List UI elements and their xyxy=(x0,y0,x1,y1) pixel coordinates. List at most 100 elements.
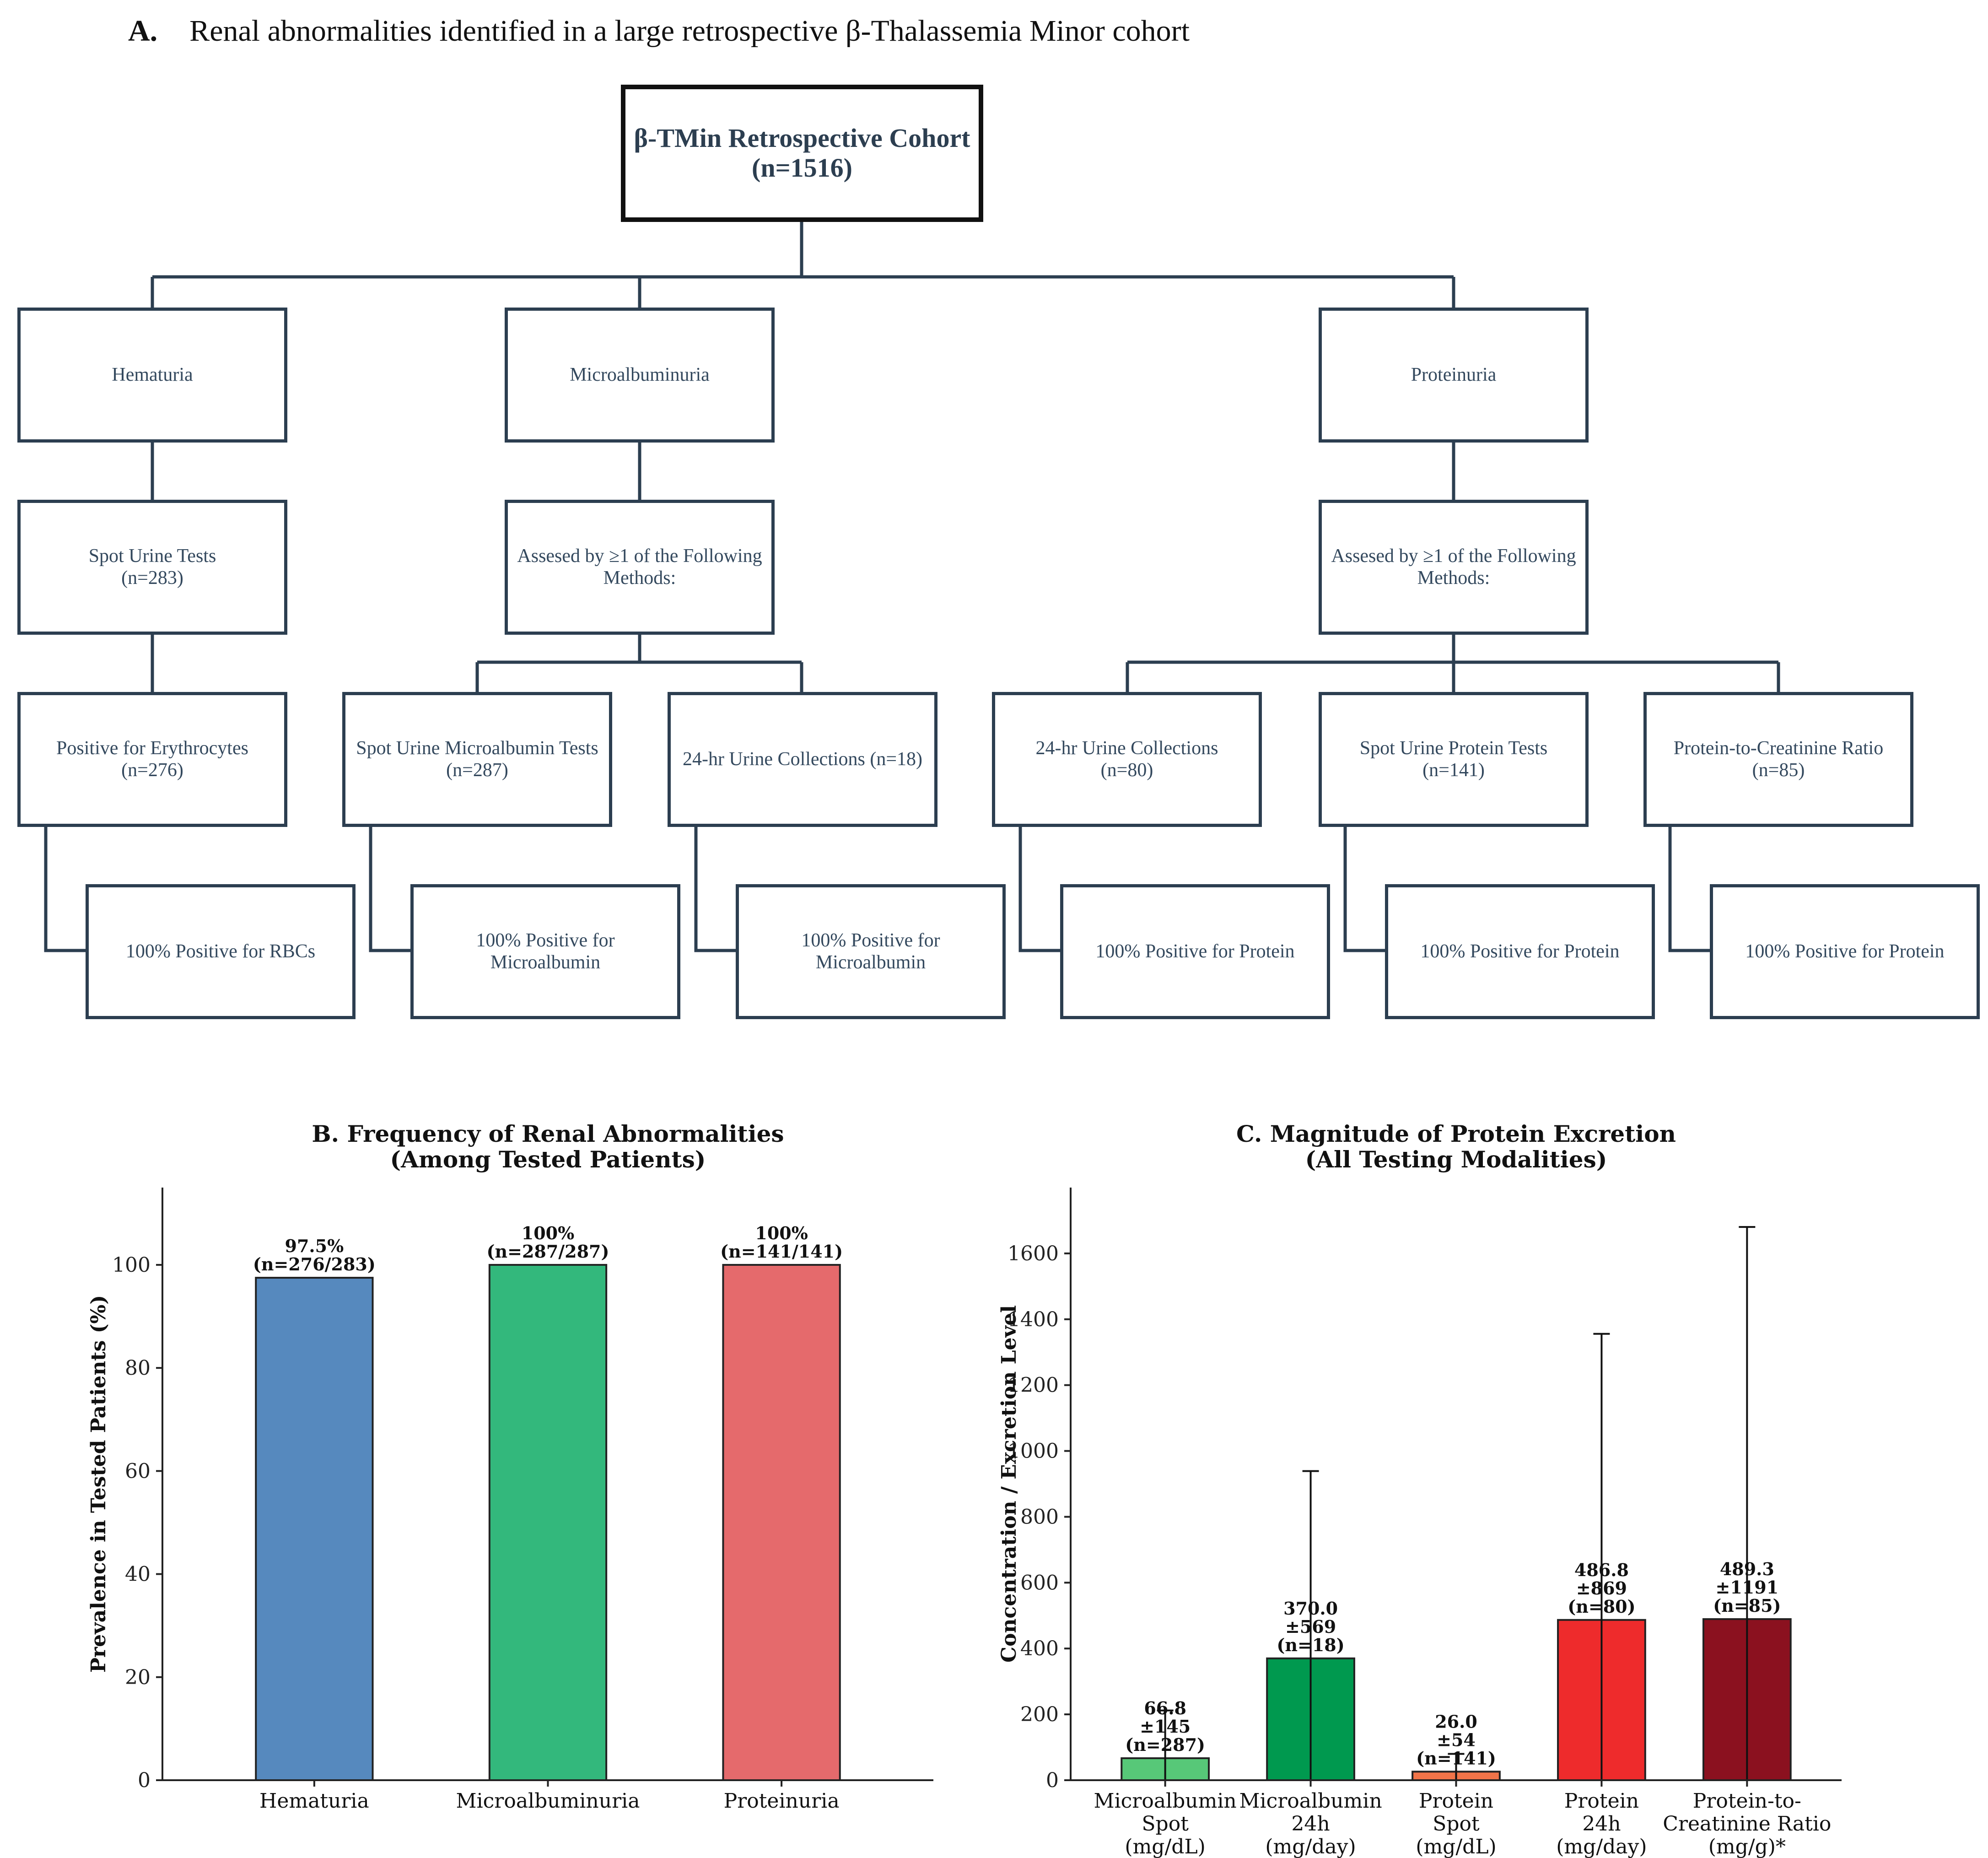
chart-0-title-line-0: B. Frequency of Renal Abnormalities xyxy=(312,1120,784,1147)
chart-1-data-label-1: 370.0±569(n=18) xyxy=(1277,1598,1344,1655)
chart-1-xtick-label-4-line-1: Creatinine Ratio xyxy=(1663,1812,1831,1836)
chart-0-xtick-label-2-line-0: Proteinuria xyxy=(724,1789,840,1813)
chart-0-ytick-label-2: 40 xyxy=(125,1563,151,1586)
chart-1-data-label-2-line-1: ±54 xyxy=(1437,1729,1476,1750)
flow-box-spot-urine-tests: Spot Urine Tests (n=283) xyxy=(17,500,287,635)
chart-1-title: C. Magnitude of Protein Excretion(All Te… xyxy=(1236,1120,1676,1173)
chart-b: B. Frequency of Renal Abnormalities(Amon… xyxy=(87,1120,933,1813)
flow-box-proteinuria: Proteinuria xyxy=(1319,308,1589,443)
chart-1-ylabel: Concentration / Excretion Level xyxy=(997,1305,1021,1663)
chart-1-data-label-0-line-1: ±145 xyxy=(1140,1716,1191,1737)
chart-1-xtick-label-1-line-2: (mg/day) xyxy=(1265,1835,1356,1858)
chart-0-ytick-label-3: 60 xyxy=(125,1459,151,1483)
panel-a-title: A. Renal abnormalities identified in a la… xyxy=(128,14,1190,49)
chart-1-title-line-1: (All Testing Modalities) xyxy=(1305,1146,1607,1173)
chart-1-data-label-4-line-0: 489.3 xyxy=(1720,1559,1774,1579)
chart-1-xtick-label-4-line-0: Protein-to- xyxy=(1693,1789,1801,1813)
chart-0-data-label-1: 100%(n=287/287) xyxy=(487,1223,609,1262)
chart-0-xtick-label-2: Proteinuria xyxy=(724,1789,840,1813)
flow-box-protein-methods: Assesed by ≥1 of the Following Methods: xyxy=(1319,500,1589,635)
flow-box-pcr: Protein-to-Creatinine Ratio (n=85) xyxy=(1643,692,1913,827)
chart-1-xtick-label-4-line-2: (mg/g)* xyxy=(1708,1835,1786,1858)
chart-1-data-label-1-line-1: ±569 xyxy=(1285,1616,1336,1637)
chart-1-xtick-label-3-line-1: 24h xyxy=(1582,1812,1621,1836)
panel-a-heading: Renal abnormalities identified in a larg… xyxy=(189,14,1190,48)
flow-box-result-microalbumin-spot: 100% Positive for Microalbumin xyxy=(410,884,680,1019)
flow-box-result-protein-spot: 100% Positive for Protein xyxy=(1385,884,1655,1019)
flowchart-connectors xyxy=(44,222,1780,952)
chart-0-xtick-label-1-line-0: Microalbuminuria xyxy=(456,1789,640,1813)
chart-1-xtick-label-4: Protein-to-Creatinine Ratio(mg/g)* xyxy=(1663,1789,1831,1858)
chart-0-data-label-1-line-0: 100% xyxy=(522,1223,574,1243)
chart-1-data-label-0-line-0: 66.8 xyxy=(1144,1698,1186,1718)
chart-1-data-label-1-line-2: (n=18) xyxy=(1277,1635,1344,1655)
chart-1-xtick-label-2-line-0: Protein xyxy=(1419,1789,1493,1813)
flow-box-spot-microalbumin: Spot Urine Microalbumin Tests (n=287) xyxy=(342,692,612,827)
chart-1-xtick-label-3-line-2: (mg/day) xyxy=(1556,1835,1647,1858)
chart-1-data-label-3-line-0: 486.8 xyxy=(1574,1560,1629,1580)
chart-0-xtick-label-0-line-0: Hematuria xyxy=(259,1789,369,1813)
chart-0-bar-1 xyxy=(488,1264,608,1781)
chart-0-title-line-1: (Among Tested Patients) xyxy=(390,1146,706,1173)
chart-0-data-label-0: 97.5%(n=276/283) xyxy=(253,1236,376,1275)
chart-0-data-label-0-line-1: (n=276/283) xyxy=(253,1254,376,1275)
chart-0-ytick-label-4: 80 xyxy=(125,1356,151,1380)
chart-1-data-label-0: 66.8±145(n=287) xyxy=(1125,1698,1205,1755)
chart-1-ytick-label-1: 200 xyxy=(1020,1703,1059,1726)
panel-a-label: A. xyxy=(128,14,158,48)
chart-1-xtick-label-3-line-0: Protein xyxy=(1564,1789,1639,1813)
chart-1-data-label-4: 489.3±1191(n=85) xyxy=(1713,1559,1781,1616)
chart-1-title-line-0: C. Magnitude of Protein Excretion xyxy=(1236,1120,1676,1147)
flow-box-hematuria: Hematuria xyxy=(17,308,287,443)
chart-0-data-label-2: 100%(n=141/141) xyxy=(720,1223,843,1262)
chart-1-data-label-2-line-0: 26.0 xyxy=(1435,1711,1477,1732)
flow-box-root: β-TMin Retrospective Cohort (n=1516) xyxy=(621,85,983,222)
chart-1-ytick-label-0: 0 xyxy=(1046,1769,1059,1792)
chart-1-data-label-4-line-2: (n=85) xyxy=(1713,1595,1781,1616)
chart-1-data-label-2: 26.0±54(n=141) xyxy=(1416,1711,1496,1768)
chart-1-xtick-label-0-line-0: Microalbumin xyxy=(1094,1789,1237,1813)
chart-1-ytick-label-3: 600 xyxy=(1020,1571,1059,1594)
chart-1-data-label-1-line-0: 370.0 xyxy=(1283,1598,1338,1619)
chart-1-data-label-3-line-1: ±869 xyxy=(1576,1578,1627,1599)
chart-0-bar-2 xyxy=(722,1264,841,1781)
chart-1-xtick-label-1-line-0: Microalbumin xyxy=(1239,1789,1382,1813)
chart-0-data-label-2-line-1: (n=141/141) xyxy=(720,1241,843,1262)
chart-1-data-label-0-line-2: (n=287) xyxy=(1125,1734,1205,1755)
chart-1-ytick-label-6: 1200 xyxy=(1007,1374,1059,1397)
flow-box-result-protein-24h: 100% Positive for Protein xyxy=(1060,884,1330,1019)
chart-0-data-label-0-line-0: 97.5% xyxy=(285,1236,344,1256)
chart-0-data-label-1-line-1: (n=287/287) xyxy=(487,1241,609,1262)
chart-c: C. Magnitude of Protein Excretion(All Te… xyxy=(997,1120,1842,1858)
flow-box-result-microalbumin-24h: 100% Positive for Microalbumin xyxy=(736,884,1006,1019)
chart-1-data-label-3-line-2: (n=80) xyxy=(1568,1596,1635,1617)
flow-box-24hr-protein: 24-hr Urine Collections (n=80) xyxy=(992,692,1262,827)
flow-box-microalbuminuria: Microalbuminuria xyxy=(505,308,775,443)
chart-1-ytick-label-5: 1000 xyxy=(1007,1440,1059,1463)
chart-1-data-label-3: 486.8±869(n=80) xyxy=(1568,1560,1635,1617)
flow-box-result-rbcs: 100% Positive for RBCs xyxy=(86,884,356,1019)
chart-1-xtick-label-2-line-2: (mg/dL) xyxy=(1416,1835,1496,1858)
flow-box-microalbumin-methods: Assesed by ≥1 of the Following Methods: xyxy=(505,500,775,635)
chart-1-data-label-4-line-1: ±1191 xyxy=(1716,1577,1779,1598)
chart-1-xtick-label-0-line-2: (mg/dL) xyxy=(1125,1835,1205,1858)
chart-1-ytick-label-8: 1600 xyxy=(1007,1242,1059,1265)
chart-1-ytick-label-2: 400 xyxy=(1020,1637,1059,1660)
flow-box-result-protein-pcr: 100% Positive for Protein xyxy=(1710,884,1980,1019)
chart-0-bar-0 xyxy=(255,1277,374,1782)
chart-0-ylabel: Prevalence in Tested Patients (%) xyxy=(87,1295,110,1673)
flow-box-spot-protein: Spot Urine Protein Tests (n=141) xyxy=(1319,692,1589,827)
chart-0-title: B. Frequency of Renal Abnormalities(Amon… xyxy=(312,1120,784,1173)
chart-1-data-label-2-line-2: (n=141) xyxy=(1416,1748,1496,1768)
chart-0-data-label-2-line-0: 100% xyxy=(755,1223,808,1243)
chart-1-ytick-label-4: 800 xyxy=(1020,1505,1059,1529)
chart-1-xtick-label-1-line-1: 24h xyxy=(1291,1812,1330,1836)
chart-1-xtick-label-2-line-1: Spot xyxy=(1433,1812,1480,1836)
chart-1-xtick-label-0-line-1: Spot xyxy=(1142,1812,1189,1836)
chart-0-xtick-label-1: Microalbuminuria xyxy=(456,1789,640,1813)
chart-0-xtick-label-0: Hematuria xyxy=(259,1789,369,1813)
